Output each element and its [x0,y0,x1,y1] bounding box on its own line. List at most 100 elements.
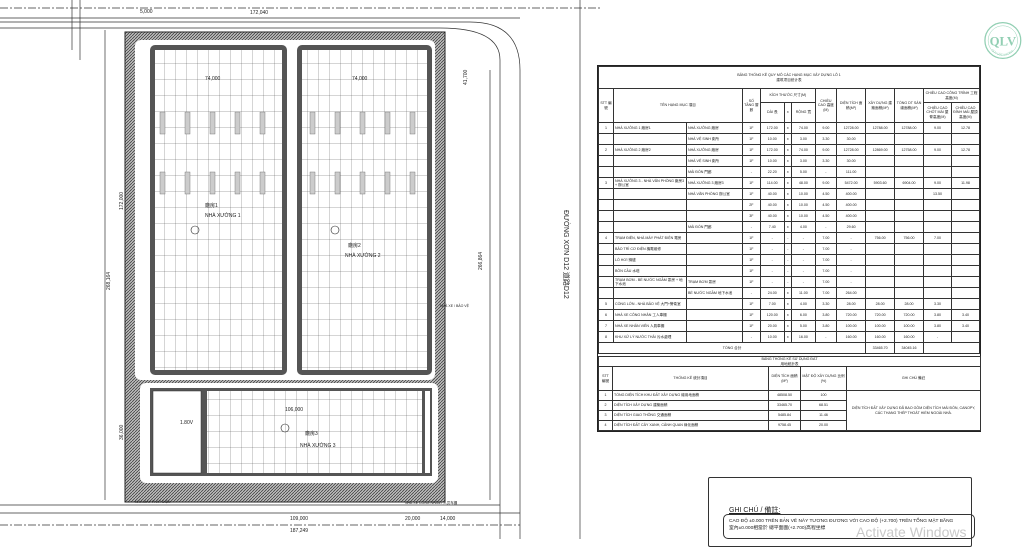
table-cell [597,166,615,178]
table-cell: 5.00 [791,320,816,332]
table-cell: - [836,243,867,255]
table-cell [685,199,743,211]
table-cell [950,166,981,178]
table-cell: - [783,276,793,288]
table-cell: 13.50 [923,188,952,200]
table-cell: 12758.00 [894,144,925,156]
site-plan: 172,040 5,000 74,000 74,000 NHÀ XƯỞNG 1 … [0,0,600,539]
table-cell: 7.00 [814,243,838,255]
col-floors: SỐ TẦNG 層數 [741,88,761,123]
table-cell: DIỆN TÍCH GIAO THÔNG 交通面積 [612,410,769,421]
col-len: DÀI 長 [759,102,785,123]
table-cell [865,221,896,233]
table-cell: 28.00 [865,298,896,310]
table-cell: 400.00 [836,210,867,222]
col-wid: RỘNG 寬 [791,102,816,123]
table-cell: 7.00 [814,232,838,244]
table-cell: 7 [597,320,615,332]
table-cell: 1F [741,276,761,288]
table-cell: 720.00 [894,309,925,321]
table-cell [685,232,743,244]
table-cell: 9.00 [923,144,952,156]
table-cell: 5472.00 [836,177,867,189]
table-cell: TRẠM BƠM - BỂ NƯỚC NGẦM 泵房 + 地下水池 [613,276,687,288]
table-cell: 120.00 [759,309,785,321]
table-cell: 5903.60 [865,177,896,189]
table-cell [950,298,981,310]
dim-bottom-a: 20,000 [405,516,421,522]
table-cell: 1F [741,265,761,277]
table-cell: 22.20 [759,166,785,178]
table1-subtitle: 建筑项目统计表 [776,77,802,82]
table-cell [894,221,925,233]
table-cell: 9.00 [814,144,838,156]
table-cell: LÒ HƠI 鍋爐 [613,254,687,266]
dim-w2: 74,000 [352,76,368,82]
table-cell [685,331,743,343]
table-cell [613,221,687,233]
table-cell: 1F [741,122,761,134]
table-cell: 1F [741,188,761,200]
building-2-label: NHÀ XƯỞNG 2 [345,252,381,259]
table-cell: 3.40 [950,320,981,332]
building-1-code: 廠房1 [205,202,218,209]
table-cell: - [836,276,867,288]
dim-top-left: 5,000 [140,9,153,15]
table-cell [894,188,925,200]
tables-area: BẢNG THỐNG KÊ QUY MÔ CÁC HẠNG MỤC XÂY DỰ… [597,66,982,431]
table-cell: 3 [598,410,613,421]
road-label: ĐƯỜNG XƠN D12 道路D12 [562,210,569,299]
table-cell [865,287,896,299]
table-cell [950,331,981,343]
table-cell: - [791,243,816,255]
table-cell [894,210,925,222]
table-cell: 756.00 [865,232,896,244]
table-cell: x [783,287,793,299]
table-cell: 12.78 [950,144,981,156]
table-cell [685,320,743,332]
table-cell: - [741,287,761,299]
table2-title-text: BẢNG THỐNG KÊ SỬ DỤNG ĐẤT [761,357,818,362]
guard-label: NHÀ XE / BẢO VỆ [440,303,470,308]
table-cell: 1 [598,390,613,401]
table-cell: - [791,265,816,277]
table-cell: 10.00 [759,331,785,343]
table-cell [597,199,615,211]
table-cell: 9758.45 [768,420,801,431]
table-cell: 10.00 [759,133,785,145]
total-label: TỔNG 合計 [597,342,867,354]
table-cell: TRẠM BƠM 泵房 [685,276,743,288]
table-cell: 74.00 [791,122,816,134]
table-cell: - [791,276,816,288]
table-cell: 3F [741,210,761,222]
table-cell: x [783,188,793,200]
table-cell: 28.00 [894,298,925,310]
table-cell: - [759,265,785,277]
table-cell [597,155,615,167]
table-cell: 5 [597,298,615,310]
table-cell: 160.00 [836,331,867,343]
table-cell [923,155,952,167]
table-cell [597,265,615,277]
table-cell: 4.50 [814,188,838,200]
table-cell [613,210,687,222]
table-cell: 1F [741,320,761,332]
t2-col-item: THỐNG KÊ 統計項目 [612,366,769,391]
table-cell: 5.00 [791,166,816,178]
table-cell: 264.00 [836,287,867,299]
table-cell: - [836,265,867,277]
table-cell [685,254,743,266]
table-cell [894,199,925,211]
table-cell: TỔNG DIỆN TÍCH KHU ĐẤT XÂY DỰNG 總用地面積 [612,390,769,401]
table-cell [597,188,615,200]
table-cell [613,199,687,211]
table-cell [950,221,981,233]
table-cell: 1F [741,232,761,244]
table-cell: 172.00 [759,122,785,134]
